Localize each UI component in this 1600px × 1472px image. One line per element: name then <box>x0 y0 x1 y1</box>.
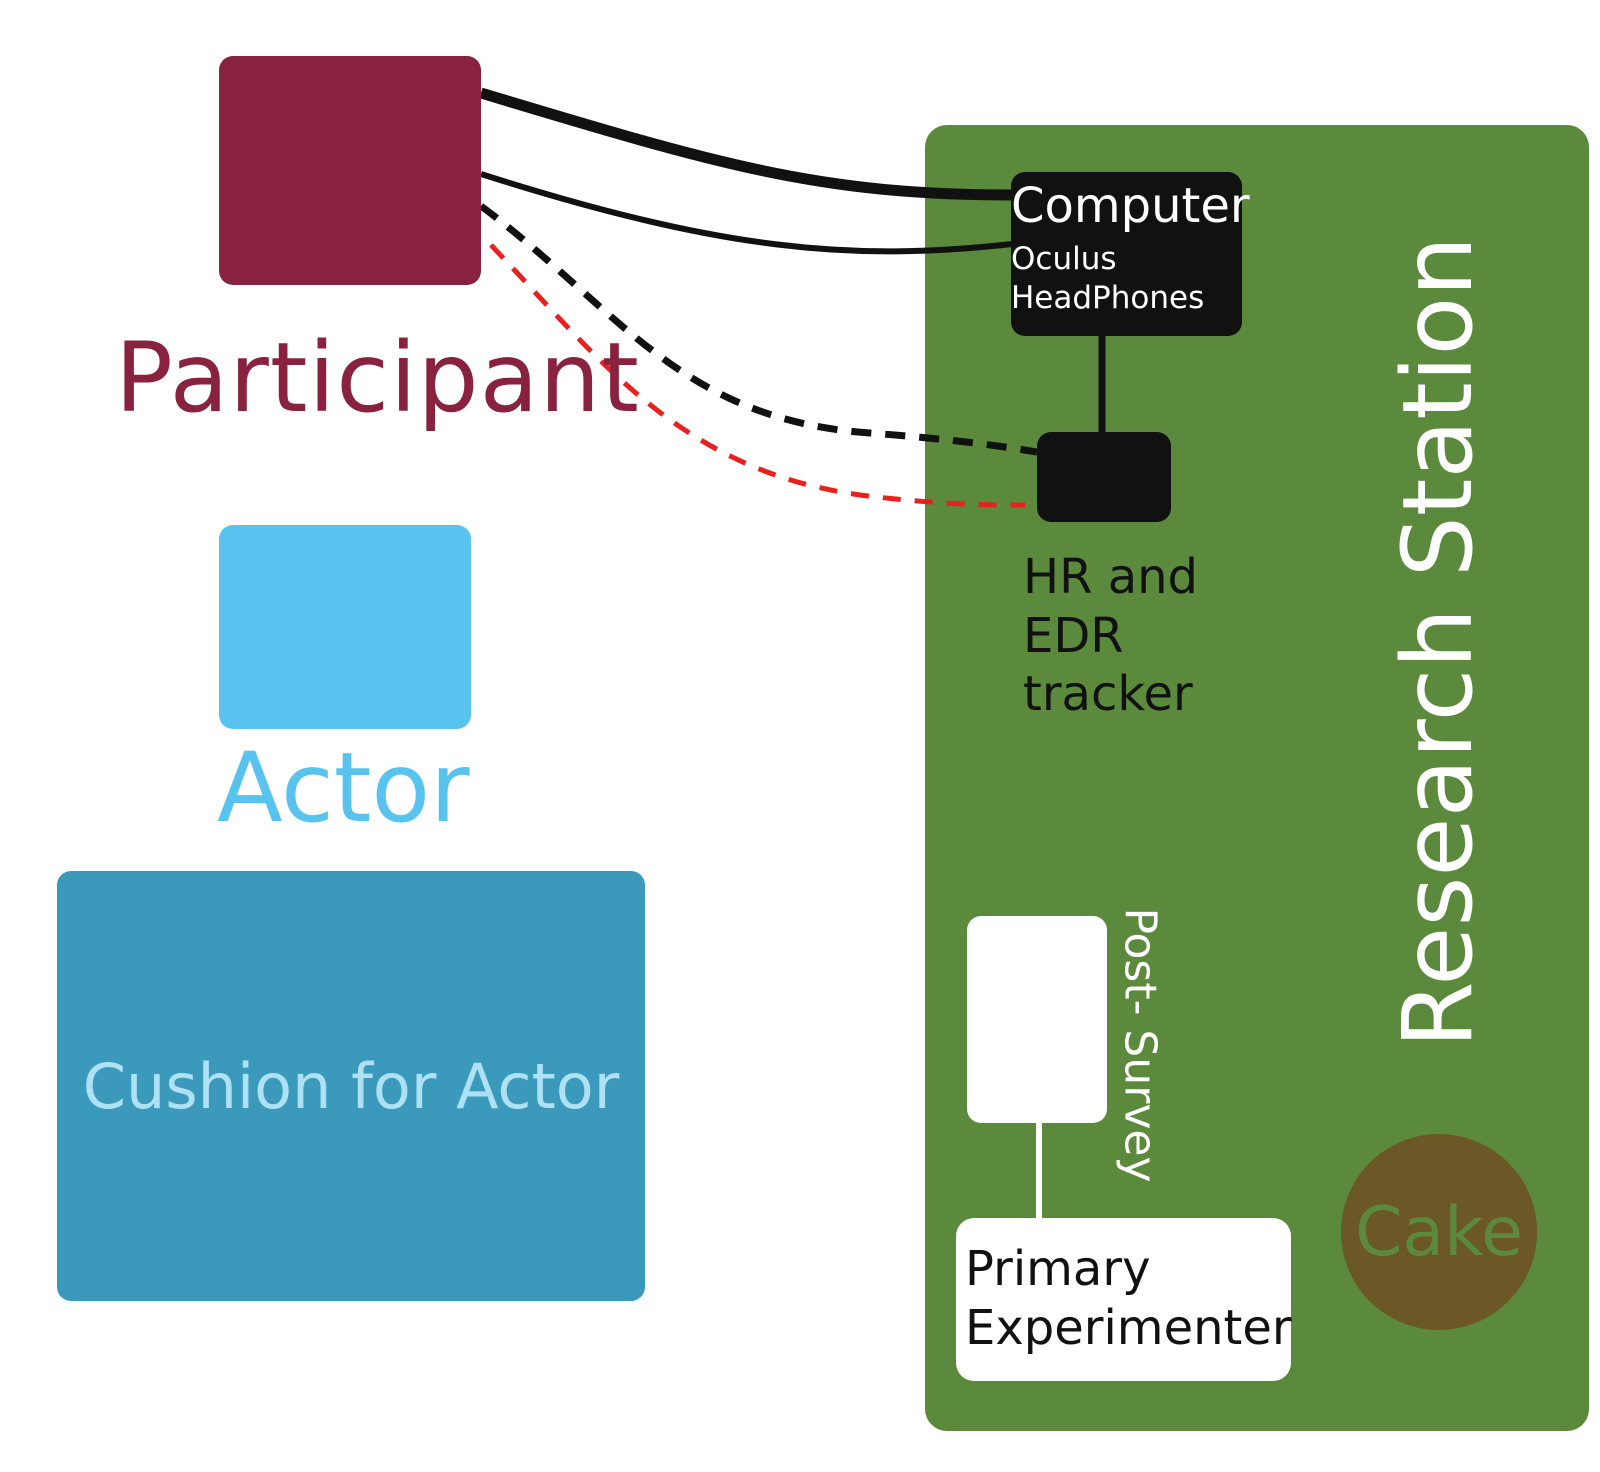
research-station-label-wrap: Research Station <box>1318 236 1558 1048</box>
computer-title: Computer <box>1011 178 1250 234</box>
computer-item-headphones: HeadPhones <box>1011 279 1205 316</box>
experimenter-label-line: Experimenter <box>965 1299 1292 1356</box>
computer-items: Oculus HeadPhones <box>1011 240 1204 318</box>
computer-item-oculus: Oculus <box>1011 241 1117 277</box>
participant-box <box>219 56 481 285</box>
experimenter-label-line: Primary <box>965 1241 1151 1297</box>
cake-circle: Cake <box>1341 1134 1537 1330</box>
tracker-label-line: HR and <box>1023 549 1199 605</box>
tracker-label: HR and EDR tracker <box>1023 548 1198 724</box>
post-survey-box <box>967 916 1107 1123</box>
primary-experimenter-label: Primary Experimenter <box>965 1240 1292 1357</box>
primary-experimenter-box <box>956 1218 1291 1381</box>
tracker-label-line: EDR <box>1023 607 1124 664</box>
cushion-box: Cushion for Actor <box>57 871 645 1301</box>
post-survey-label: Post- Survey <box>1114 907 1166 1183</box>
tracker-label-line: tracker <box>1023 666 1193 723</box>
cake-label: Cake <box>1355 1192 1523 1272</box>
participant-label: Participant <box>115 322 640 434</box>
actor-label: Actor <box>217 732 470 844</box>
research-station-label: Research Station <box>1382 235 1494 1049</box>
post-survey-label-wrap: Post- Survey <box>1110 900 1170 1190</box>
tracker-box <box>1037 432 1171 522</box>
cushion-label: Cushion for Actor <box>82 1049 620 1123</box>
actor-box <box>219 525 471 729</box>
survey-experimenter-link <box>1036 1121 1042 1221</box>
computer-box <box>1011 172 1242 336</box>
